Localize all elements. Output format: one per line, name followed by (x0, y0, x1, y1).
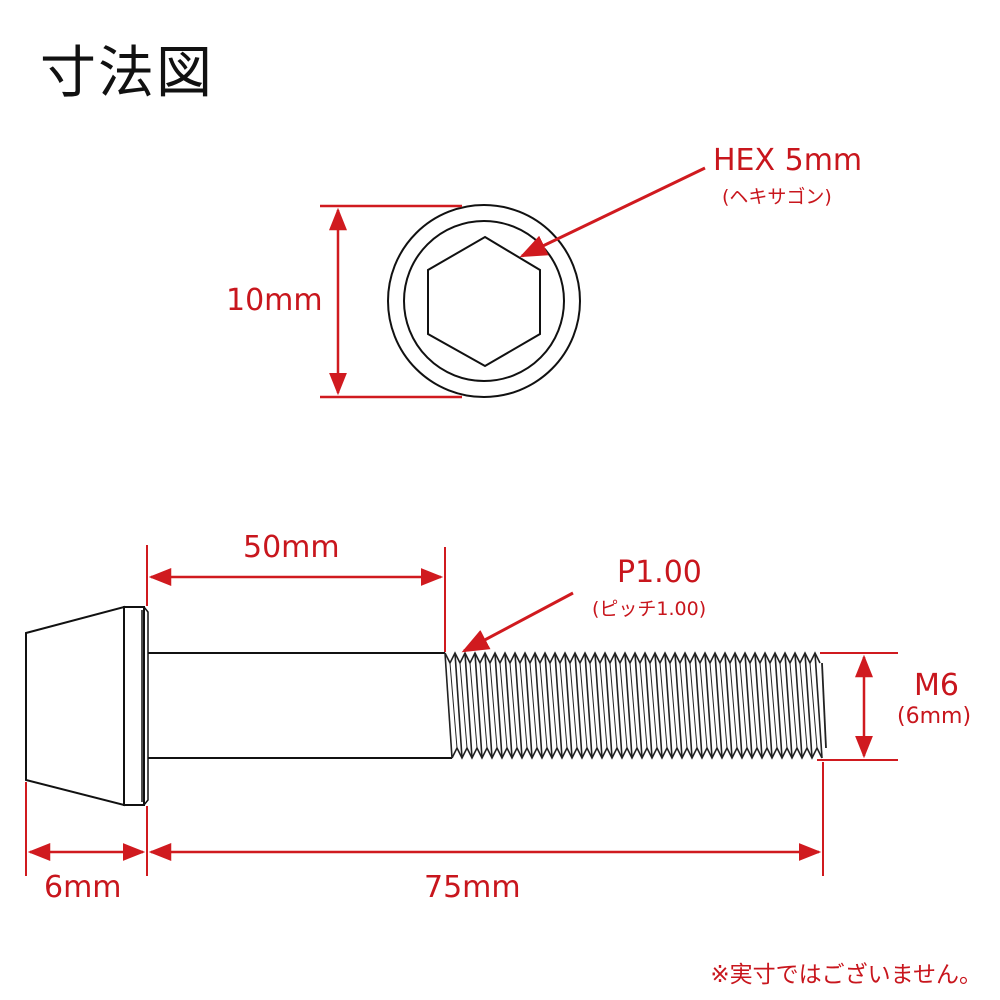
thread-size-label: M6 (914, 668, 959, 703)
hex-sub-label: (ヘキサゴン) (722, 186, 832, 208)
pitch-label: P1.00 (617, 555, 702, 590)
head-diameter-dimension (320, 204, 462, 399)
page-title: 寸法図 (40, 41, 214, 106)
shank-length-label: 50mm (243, 530, 340, 565)
hex-leader-arrow (519, 166, 706, 258)
head-height-dimension (25, 782, 148, 876)
hex-size-label: HEX 5mm (713, 143, 863, 178)
pitch-leader-arrow (461, 591, 574, 653)
thread-sub-label: (6mm) (897, 704, 972, 729)
thread-diameter-dimension (817, 652, 898, 761)
pitch-sub-label: (ピッチ1.00) (592, 598, 707, 620)
bolt-side-view (25, 605, 827, 807)
total-length-dimension (148, 762, 824, 876)
head-diameter-label: 10mm (226, 283, 323, 318)
shank-length-dimension (146, 545, 446, 652)
total-length-label: 75mm (424, 870, 521, 905)
head-height-label: 6mm (44, 870, 122, 905)
head-top-view (387, 204, 581, 398)
thread-pattern (444, 651, 827, 760)
footnote: ※実寸ではございません。 (710, 962, 982, 988)
hex-socket-icon (427, 235, 541, 368)
